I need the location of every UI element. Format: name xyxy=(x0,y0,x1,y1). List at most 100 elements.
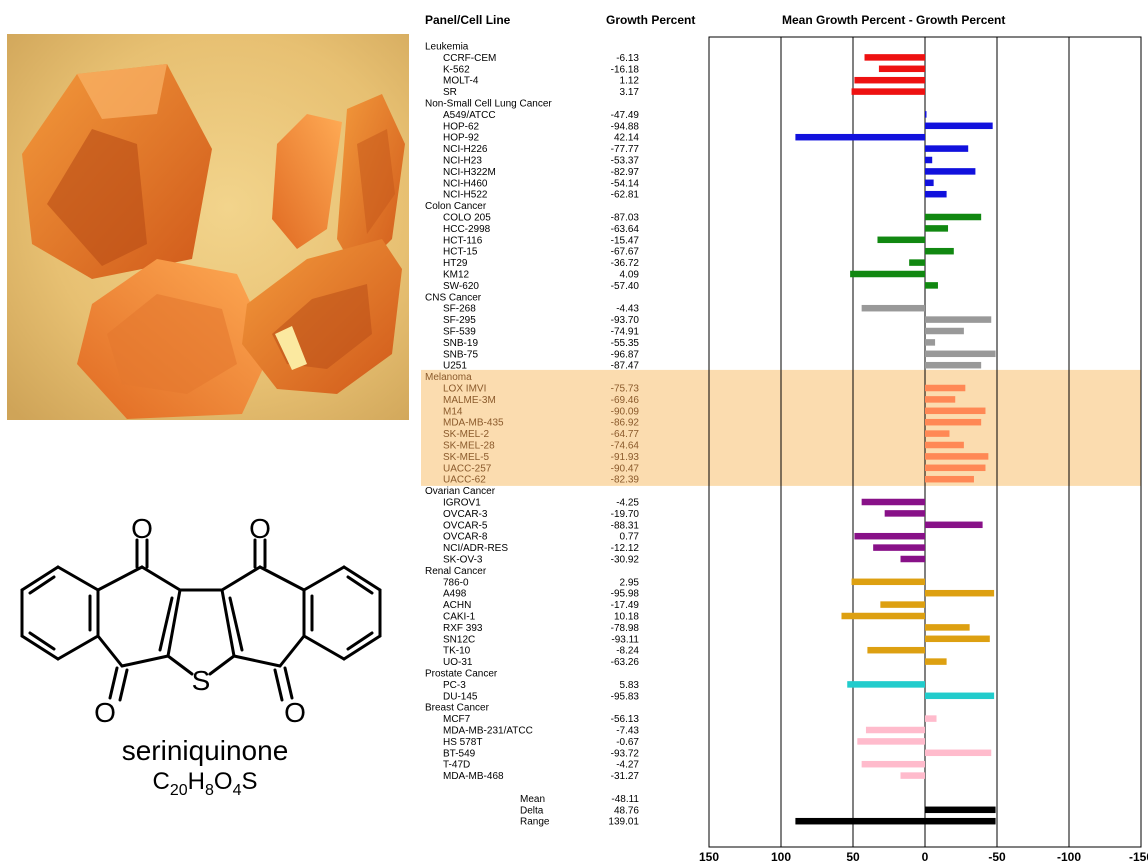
growth-value: 3.17 xyxy=(620,87,640,98)
bar xyxy=(925,350,996,358)
header-growth: Growth Percent xyxy=(606,13,696,27)
formula-c-count: 20 xyxy=(169,781,188,799)
bar xyxy=(925,624,970,631)
cell-line-label: NCI-H322M xyxy=(443,167,496,178)
formula-h: H xyxy=(187,768,205,795)
growth-value: -63.26 xyxy=(611,657,640,668)
bar xyxy=(925,361,982,369)
x-tick-label: 0 xyxy=(922,850,929,862)
cell-line-label: COLO 205 xyxy=(443,213,491,224)
panel-label: Prostate Cancer xyxy=(425,669,498,680)
bar xyxy=(925,635,990,643)
cell-line-label: SK-MEL-28 xyxy=(443,441,495,452)
growth-value: -8.24 xyxy=(616,646,639,657)
bar xyxy=(861,498,925,506)
bar xyxy=(925,453,989,460)
growth-value: -55.35 xyxy=(611,338,640,349)
bar xyxy=(850,270,925,278)
atom-o-3: O xyxy=(94,697,116,728)
cell-line-label: CAKI-1 xyxy=(443,612,476,623)
panel-label: Breast Cancer xyxy=(425,703,490,714)
cell-line-label: SF-268 xyxy=(443,304,476,315)
growth-value: -82.97 xyxy=(611,167,640,178)
growth-value: -7.43 xyxy=(616,726,639,737)
panel-label: Leukemia xyxy=(425,42,469,53)
formula-h-count: 8 xyxy=(204,781,214,799)
growth-value: -63.64 xyxy=(611,224,640,235)
growth-value: -93.72 xyxy=(611,748,640,759)
growth-value: -74.91 xyxy=(611,327,640,338)
growth-value: -56.13 xyxy=(611,714,640,725)
cell-line-label: A498 xyxy=(443,589,467,600)
growth-value: -36.72 xyxy=(611,258,640,269)
bar xyxy=(925,339,936,346)
growth-value: -15.47 xyxy=(611,235,640,246)
bar xyxy=(900,772,925,779)
growth-value: -57.40 xyxy=(611,281,640,292)
bar xyxy=(925,589,995,597)
cell-line-label: A549/ATCC xyxy=(443,110,496,121)
formula-c: C xyxy=(152,768,170,795)
growth-value: -4.43 xyxy=(616,304,639,315)
cell-line-label: OVCAR-5 xyxy=(443,520,488,531)
cell-line-label: K-562 xyxy=(443,64,470,75)
bar xyxy=(864,54,925,61)
summary-label: Mean xyxy=(520,794,545,805)
x-tick-label: 150 xyxy=(699,850,719,862)
growth-value: -94.88 xyxy=(611,121,640,132)
growth-value: -95.98 xyxy=(611,589,640,600)
cell-line-label: M14 xyxy=(443,406,463,417)
bar xyxy=(877,236,925,244)
growth-value: -82.39 xyxy=(611,475,640,486)
bar xyxy=(925,179,934,187)
bar xyxy=(861,760,925,768)
atom-s: S xyxy=(192,665,211,696)
cell-line-label: HOP-92 xyxy=(443,133,480,144)
summary-bar xyxy=(925,806,996,814)
molecule-name: seriniquinone xyxy=(121,735,289,766)
growth-value: -90.09 xyxy=(611,406,640,417)
summary-value: -48.11 xyxy=(611,794,639,805)
bar xyxy=(854,532,925,540)
bar xyxy=(795,133,925,141)
cell-line-label: HCC-2998 xyxy=(443,224,491,235)
growth-value: 10.18 xyxy=(614,612,639,623)
growth-value: -53.37 xyxy=(611,156,640,167)
cell-line-label: MDA-MB-468 xyxy=(443,771,504,782)
bar xyxy=(867,646,925,654)
growth-value: 5.83 xyxy=(620,680,640,691)
cell-line-label: SK-MEL-5 xyxy=(443,452,490,463)
bar xyxy=(925,190,947,198)
bar xyxy=(925,407,986,415)
growth-value: -4.27 xyxy=(616,760,639,771)
summary-bar xyxy=(795,817,996,825)
atom-o-2: O xyxy=(249,513,271,544)
panel-label: Ovarian Cancer xyxy=(425,486,496,497)
panel-label: CNS Cancer xyxy=(425,292,482,303)
growth-value: -93.70 xyxy=(611,315,640,326)
header-panel: Panel/Cell Line xyxy=(425,13,511,27)
header-chart: Mean Growth Percent - Growth Percent xyxy=(782,13,1006,27)
bar xyxy=(925,282,938,289)
bar xyxy=(925,658,947,665)
bar xyxy=(925,464,986,472)
bar xyxy=(884,510,925,517)
cell-line-label: SR xyxy=(443,87,457,98)
bar xyxy=(925,225,949,232)
cell-line-label: MCF7 xyxy=(443,714,471,725)
bar xyxy=(925,441,964,449)
bar xyxy=(847,681,925,688)
growth-value: -6.13 xyxy=(616,53,639,64)
bar xyxy=(925,111,927,118)
bar xyxy=(878,65,925,73)
bar xyxy=(925,475,974,483)
bar xyxy=(880,601,925,608)
bar xyxy=(925,122,993,130)
x-tick-label: -50 xyxy=(988,850,1006,862)
summary-label: Delta xyxy=(520,805,544,816)
bar xyxy=(925,384,966,392)
bar xyxy=(925,396,956,403)
x-tick-label: -100 xyxy=(1057,850,1081,862)
growth-value: -64.77 xyxy=(611,429,640,440)
bar xyxy=(925,715,937,722)
